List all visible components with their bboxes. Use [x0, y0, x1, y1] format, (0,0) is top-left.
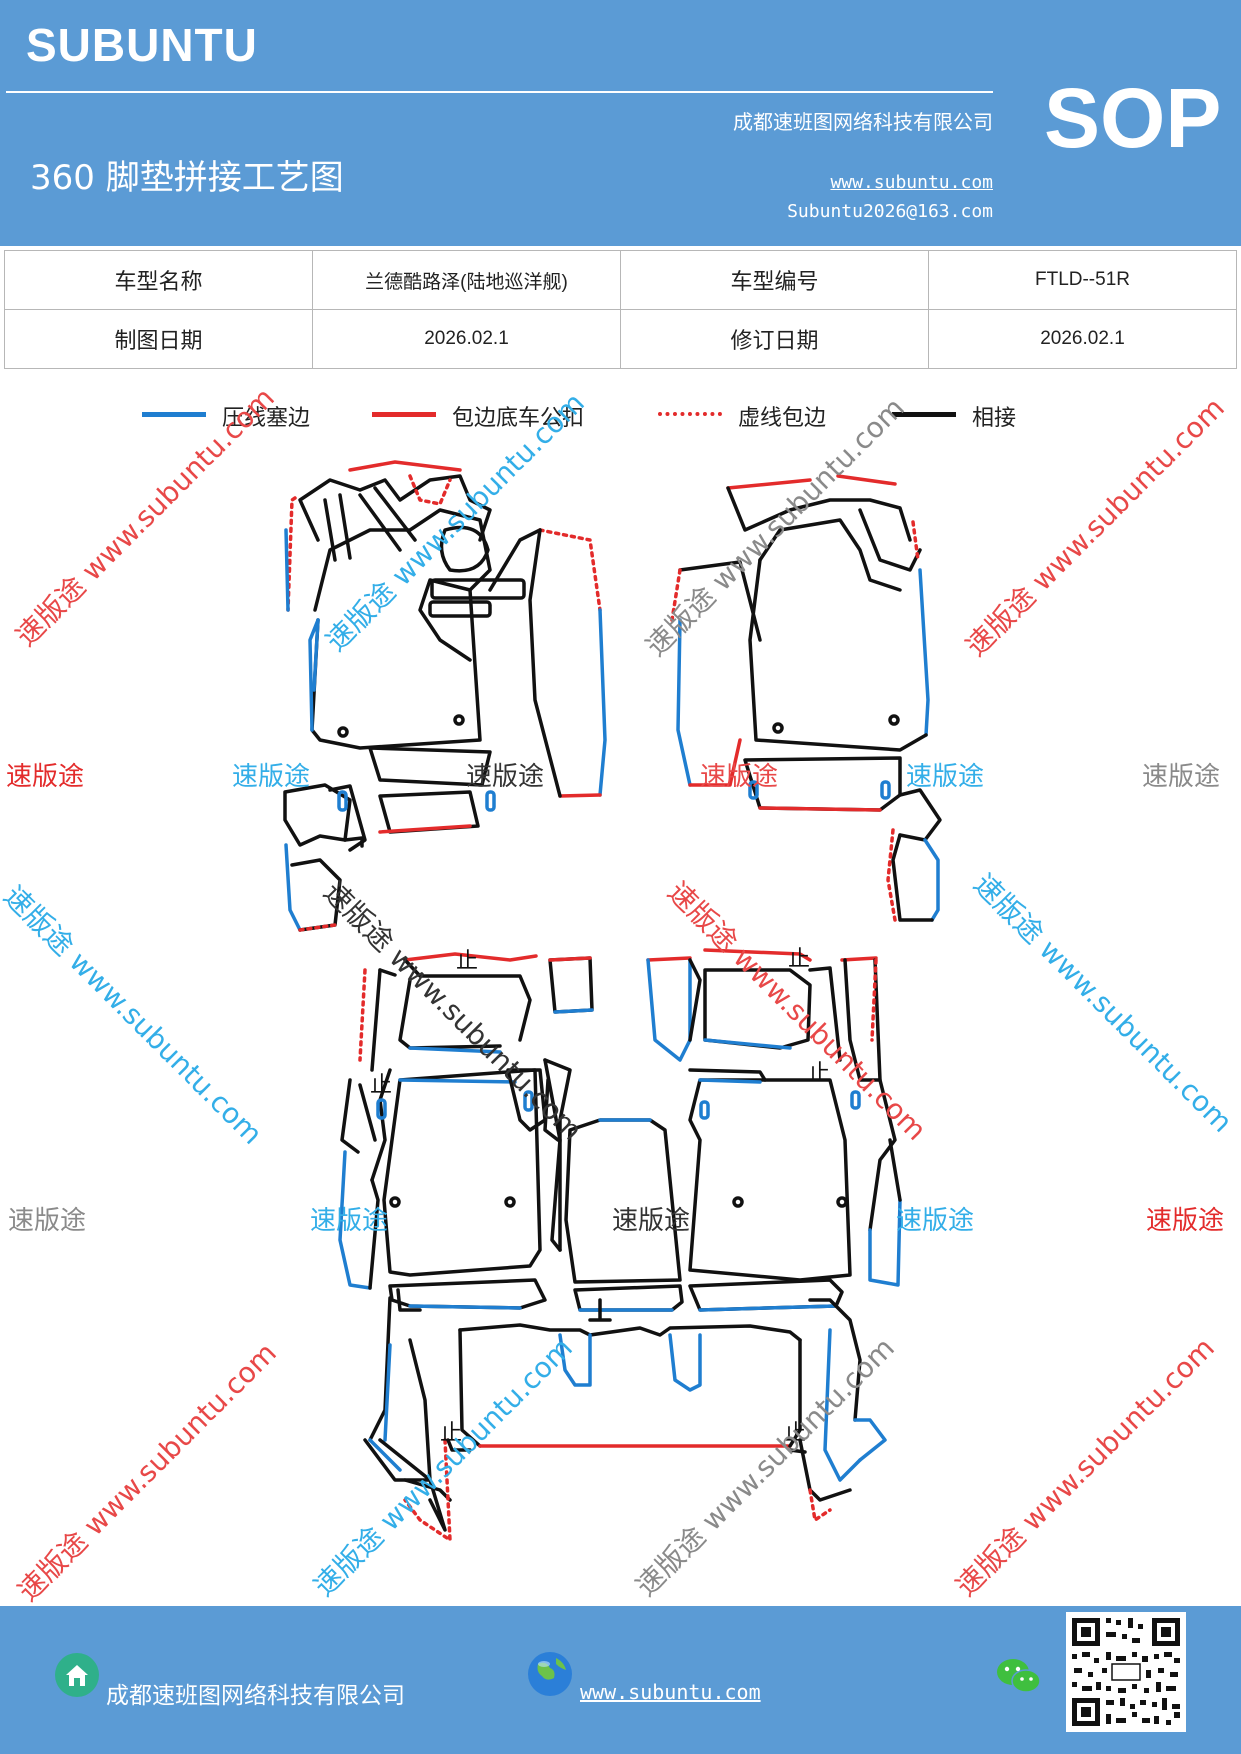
- model-code-value: FTLD--51R: [928, 250, 1237, 310]
- third-row-mat: [363, 1296, 887, 1542]
- second-row-mat: [338, 948, 902, 1322]
- legend-swatch: [372, 412, 436, 417]
- company-name: 成都速班图网络科技有限公司: [733, 110, 993, 134]
- legend-label: 包边底车公扣: [452, 406, 585, 431]
- stop-mark: 止: [808, 1061, 830, 1086]
- front-left-mat: [283, 460, 607, 932]
- table-row: 制图日期 2026.02.1 修订日期 2026.02.1: [4, 309, 1237, 369]
- header-divider: [6, 91, 993, 93]
- footer-website-link[interactable]: www.subuntu.com: [580, 1680, 761, 1704]
- model-name-value: 兰德酷路泽(陆地巡洋舰): [312, 250, 621, 310]
- globe-icon: [528, 1652, 572, 1696]
- footer-company-name: 成都速班图网络科技有限公司: [106, 1683, 405, 1709]
- sop-label: SOP: [1044, 71, 1222, 165]
- stop-mark: 止: [784, 1421, 806, 1446]
- website-link[interactable]: www.subuntu.com: [830, 172, 993, 193]
- footer-banner: 成都速班图网络科技有限公司 www.subuntu.com: [0, 1606, 1241, 1754]
- draw-date-value: 2026.02.1: [312, 309, 621, 369]
- model-code-label: 车型编号: [620, 250, 929, 310]
- brand-logo: SUBUNTU: [26, 19, 258, 71]
- header-banner: SUBUNTU 成都速班图网络科技有限公司 360 脚垫拼接工艺图 www.su…: [0, 0, 1241, 246]
- legend-label: 压线塞边: [222, 406, 311, 431]
- wechat-icon: [997, 1659, 1041, 1693]
- table-row: 车型名称 兰德酷路泽(陆地巡洋舰) 车型编号 FTLD--51R: [4, 250, 1237, 310]
- legend-swatch: [892, 412, 956, 417]
- stop-mark: 止: [370, 1073, 392, 1098]
- model-name-label: 车型名称: [4, 250, 313, 310]
- legend-label: 虚线包边: [738, 406, 827, 431]
- stop-mark: 止: [456, 949, 478, 974]
- legend-label: 相接: [972, 406, 1017, 431]
- front-right-mat: [670, 474, 942, 922]
- info-table: 车型名称 兰德酷路泽(陆地巡洋舰) 车型编号 FTLD--51R 制图日期 20…: [4, 250, 1237, 369]
- legend: 压线塞边 包边底车公扣 虚线包边 相接: [0, 400, 1241, 440]
- revise-date-value: 2026.02.1: [928, 309, 1237, 369]
- draw-date-label: 制图日期: [4, 309, 313, 369]
- legend-swatch: [658, 412, 722, 416]
- stop-mark: 止: [440, 1421, 462, 1446]
- floor-mat-diagram: 止 止 止 止 止 止: [283, 460, 942, 1542]
- home-icon: [55, 1653, 99, 1697]
- qr-code: [1066, 1612, 1186, 1732]
- legend-swatch: [142, 412, 206, 417]
- revise-date-label: 修订日期: [620, 309, 929, 369]
- stop-mark: 止: [788, 947, 810, 972]
- page-title: 360 脚垫拼接工艺图: [30, 158, 344, 198]
- email-address: Subuntu2026@163.com: [787, 201, 993, 222]
